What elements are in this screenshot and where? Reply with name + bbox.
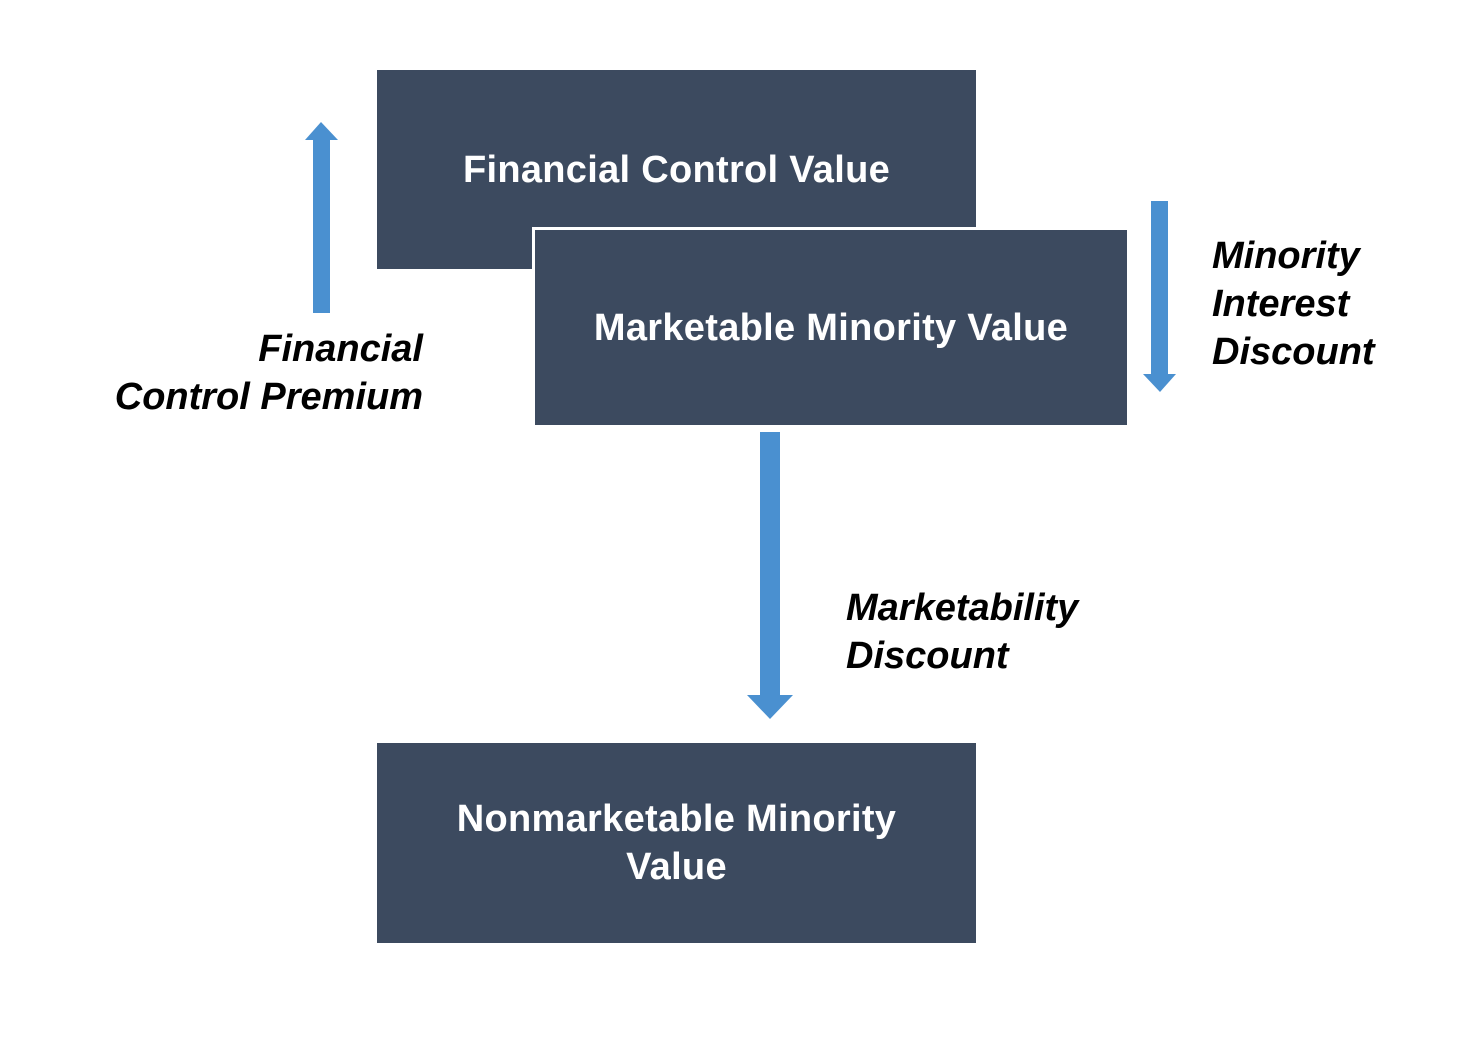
label-line: Marketability: [846, 587, 1079, 629]
label-line: Interest: [1212, 283, 1350, 325]
nonmarketable-minority-value-label: Nonmarketable Minority Value: [456, 798, 897, 888]
minority-interest-discount-arrow: [1143, 201, 1176, 392]
label-line: Discount: [1212, 331, 1375, 373]
marketable-minority-value-label: Marketable Minority Value: [593, 306, 1069, 349]
label-line: Discount: [846, 635, 1009, 677]
financial-control-value-label: Financial Control Value: [462, 148, 891, 191]
financial-control-premium-label: Financial Control Premium: [115, 325, 423, 421]
marketable-minority-value-box: Marketable Minority Value: [532, 227, 1127, 425]
minority-interest-discount-label: Minority Interest Discount: [1212, 232, 1375, 376]
financial-control-premium-arrow: [305, 122, 338, 313]
nonmarketable-minority-value-box: Nonmarketable Minority Value: [377, 743, 976, 943]
marketability-discount-label: Marketability Discount: [846, 584, 1078, 680]
label-line: Minority: [1212, 235, 1360, 277]
label-line: Control Premium: [114, 376, 423, 418]
label-line: Financial: [258, 328, 423, 370]
marketability-discount-arrow: [747, 432, 793, 719]
